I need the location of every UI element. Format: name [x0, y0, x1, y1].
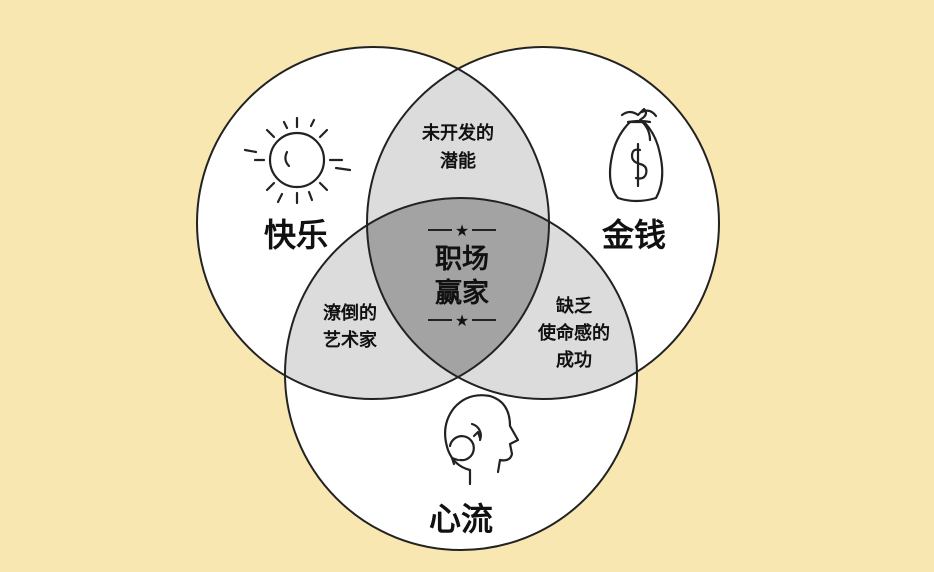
money-bag-icon: [608, 107, 664, 203]
overlap-money-flow-line3: 成功: [556, 349, 592, 371]
label-money: 金钱: [601, 216, 666, 254]
overlap-happiness-money-line1: 未开发的: [422, 122, 494, 144]
head-cycle-icon: [443, 394, 520, 486]
star-icon: ★: [455, 221, 469, 240]
center-ornament-bottom: ★: [428, 311, 496, 330]
overlap-money-flow-line2: 使命感的: [537, 322, 610, 344]
label-flow: 心流: [429, 500, 493, 538]
overlap-happiness-flow-line1: 潦倒的: [323, 302, 377, 324]
overlap-happiness-money-line2: 潜能: [440, 150, 476, 172]
center-line2: 赢家: [435, 277, 489, 309]
overlap-money-flow-line1: 缺乏: [555, 295, 592, 317]
star-icon: ★: [455, 311, 469, 330]
center-ornament-top: ★: [428, 221, 496, 240]
overlap-happiness-flow-line2: 艺术家: [323, 329, 378, 351]
sun-icon: [243, 116, 352, 205]
label-happiness: 快乐: [264, 216, 328, 254]
center-line1: 职场: [435, 244, 489, 275]
